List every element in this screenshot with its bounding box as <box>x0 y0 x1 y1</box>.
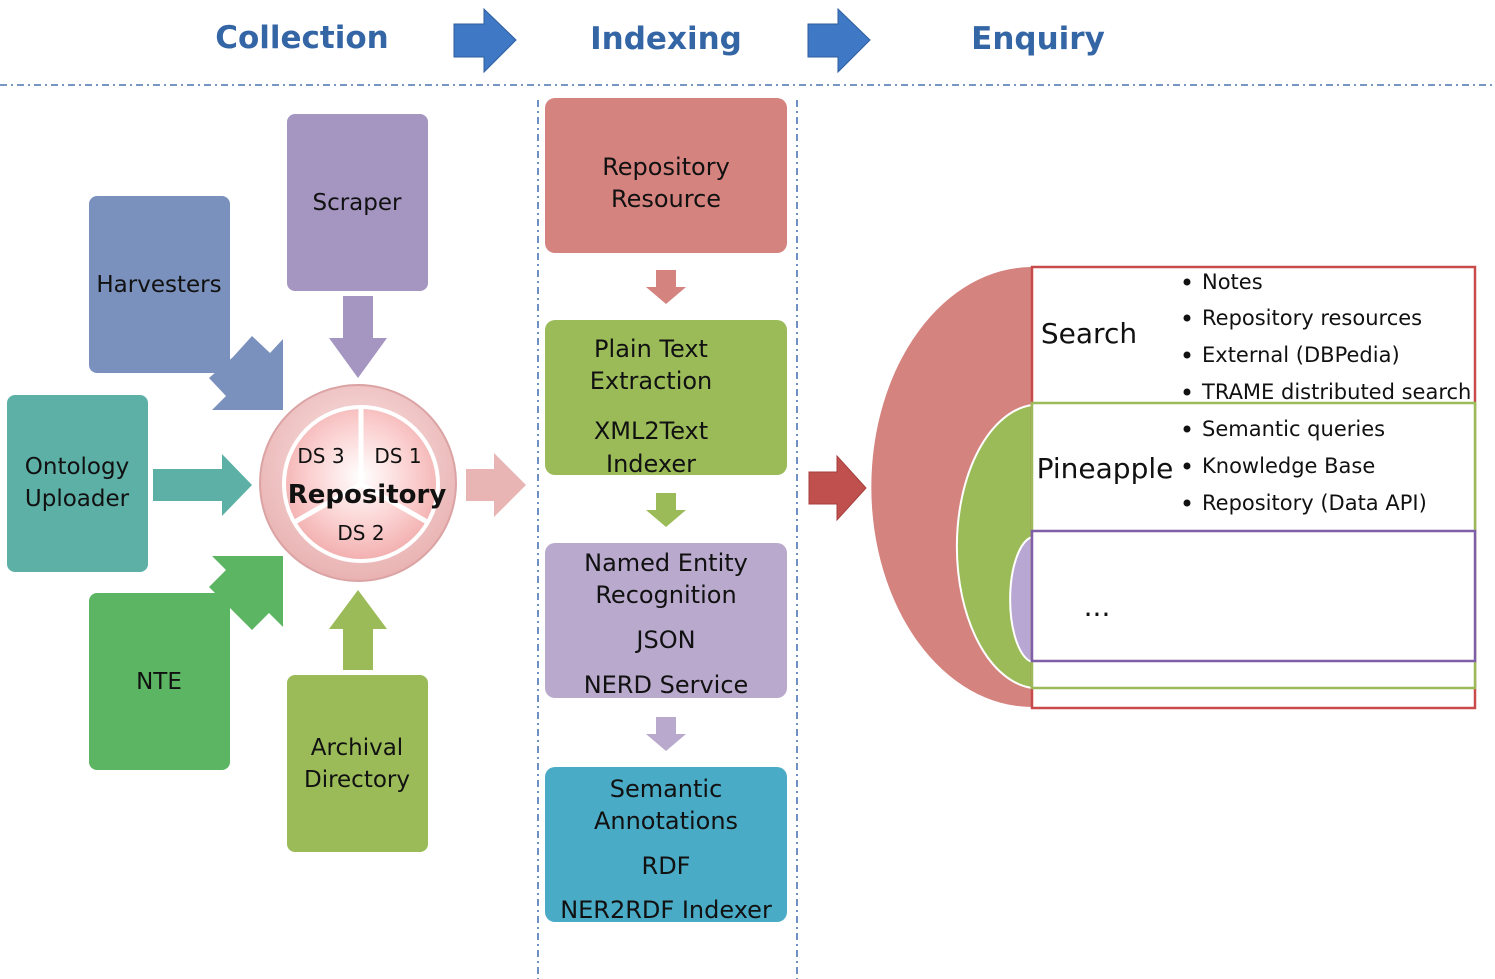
repository-cycle: DS 3 DS 1 DS 2 Repository <box>259 384 457 582</box>
stage-title-collection: Collection <box>215 20 389 56</box>
plain-text-extraction-box: Plain Text Extraction XML2Text Indexer <box>545 320 787 478</box>
stage-title-indexing: Indexing <box>590 21 742 57</box>
semantic-title-line2: Annotations <box>594 807 738 835</box>
arrow-diagonal-icon <box>209 336 283 410</box>
stage-title-enquiry: Enquiry <box>971 21 1105 57</box>
pineapple-bullet-semantic-queries: Semantic queries <box>1202 417 1385 441</box>
search-bullet-notes: Notes <box>1202 270 1263 294</box>
ner-title-line1: Named Entity <box>584 549 748 577</box>
stage-arrow-right-icon <box>453 7 517 74</box>
pineapple-bullet-list: Semantic queries Knowledge Base Reposito… <box>1183 417 1427 515</box>
stage-header: Collection Indexing Enquiry <box>0 7 1495 86</box>
ner-format: JSON <box>634 626 695 654</box>
search-bullet-repository-resources: Repository resources <box>1202 306 1422 330</box>
ontology-uploader-label-line2: Uploader <box>25 486 130 512</box>
ontology-uploader-box: Ontology Uploader <box>7 395 148 572</box>
more-label: ... <box>1084 590 1111 623</box>
semantic-title-line1: Semantic <box>610 775 723 803</box>
search-label: Search <box>1041 317 1137 350</box>
arrow-down-icon <box>329 296 387 378</box>
ner-tool: NERD Service <box>584 671 749 699</box>
named-entity-recognition-box: Named Entity Recognition JSON NERD Servi… <box>545 543 787 699</box>
harvesters-box: Harvesters <box>89 196 230 373</box>
arrow-right-icon <box>466 453 526 517</box>
plain-text-tool: Indexer <box>606 450 696 478</box>
arrow-down-icon <box>646 493 686 527</box>
archival-directory-label-line1: Archival <box>311 735 403 761</box>
harvesters-label: Harvesters <box>96 272 221 298</box>
enquiry-rings <box>871 267 1033 707</box>
scraper-box: Scraper <box>287 114 428 291</box>
nte-label: NTE <box>136 669 182 695</box>
plain-text-title-line2: Extraction <box>590 367 713 395</box>
repository-resource-box: Repository Resource <box>545 98 787 253</box>
arrow-diagonal-icon <box>209 556 283 630</box>
pineapple-label: Pineapple <box>1037 452 1174 485</box>
plain-text-format: XML2Text <box>594 417 708 445</box>
ontology-uploader-label-line1: Ontology <box>25 454 129 480</box>
arrow-right-icon <box>808 454 867 522</box>
more-panel: ... <box>1030 529 1477 663</box>
stage-arrow-right-icon <box>807 7 871 74</box>
nte-box: NTE <box>89 593 230 770</box>
scraper-label: Scraper <box>312 190 402 216</box>
repository-resource-label-line2: Resource <box>611 185 721 213</box>
semantic-format: RDF <box>642 852 691 880</box>
repository-resource-label-line1: Repository <box>602 153 730 181</box>
semantic-tool: NER2RDF Indexer <box>560 896 772 924</box>
archival-directory-box: Archival Directory <box>287 675 428 852</box>
search-bullet-trame: TRAME distributed search <box>1201 380 1471 404</box>
repository-title: Repository <box>288 480 447 510</box>
repository-segment-ds3: DS 3 <box>297 444 344 468</box>
archival-directory-label-line2: Directory <box>304 767 410 793</box>
plain-text-title-line1: Plain Text <box>594 335 708 363</box>
arrow-up-icon <box>329 590 387 670</box>
semantic-annotations-box: Semantic Annotations RDF NER2RDF Indexer <box>545 767 787 924</box>
arrow-down-icon <box>646 717 686 751</box>
repository-segment-ds1: DS 1 <box>374 444 421 468</box>
arrow-right-icon <box>153 454 252 516</box>
search-bullet-external: External (DBPedia) <box>1202 343 1400 367</box>
pineapple-bullet-repository-data-api: Repository (Data API) <box>1202 491 1427 515</box>
more-ring <box>1009 535 1033 664</box>
pineapple-bullet-knowledge-base: Knowledge Base <box>1202 454 1375 478</box>
repository-segment-ds2: DS 2 <box>337 521 384 545</box>
search-bullet-list: Notes Repository resources External (DBP… <box>1183 270 1471 404</box>
arrow-down-icon <box>646 270 686 304</box>
ner-title-line2: Recognition <box>595 581 736 609</box>
